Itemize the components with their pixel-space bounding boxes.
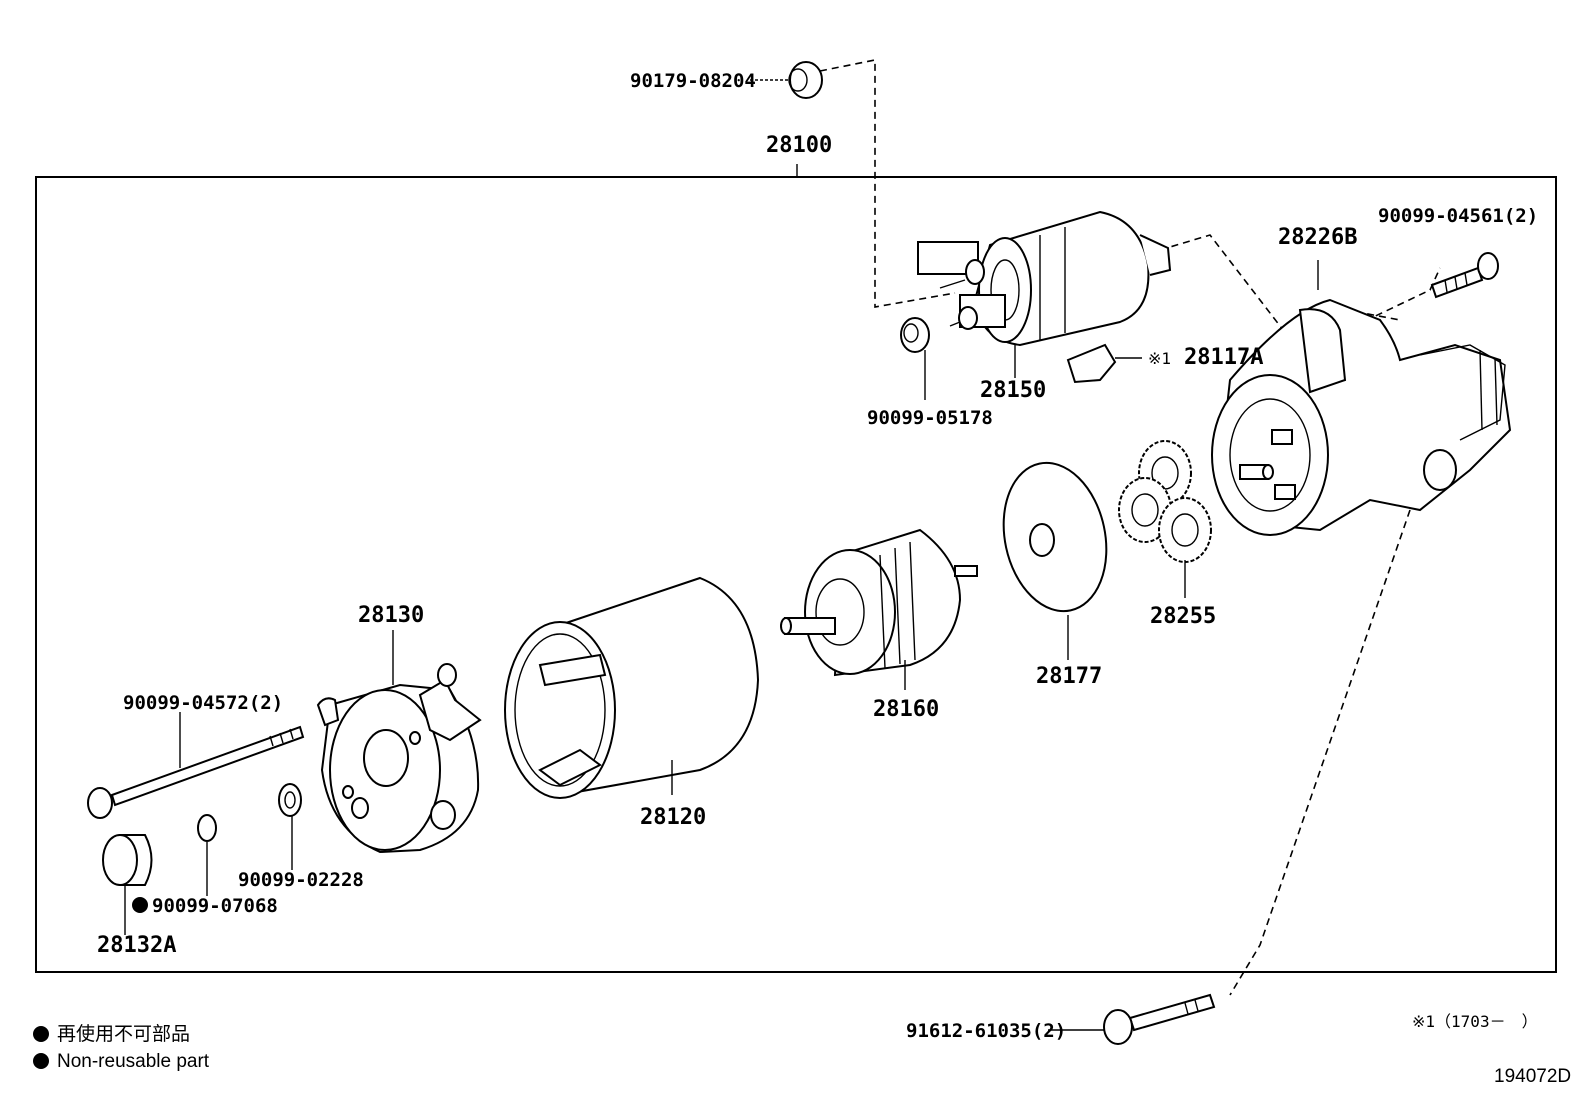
- label-28160: 28160: [873, 697, 939, 722]
- end-frame-28130: [316, 630, 482, 854]
- label-28120: 28120: [640, 805, 706, 830]
- assembly-28100-box: [35, 176, 1557, 973]
- housing-28226B: [1211, 260, 1512, 536]
- cap-28132A: [102, 834, 153, 935]
- label-28100: 28100: [766, 133, 832, 158]
- label-28226B: 28226B: [1278, 225, 1357, 250]
- footnote: ※1（1703－ ）: [1412, 1012, 1538, 1031]
- part-28117A: [1066, 343, 1142, 384]
- plate-28177: [1002, 461, 1108, 660]
- label-28150: 28150: [980, 378, 1046, 403]
- nut-90099-05178: [900, 317, 930, 400]
- solenoid-connection-line: [1159, 234, 1301, 353]
- legend-english: Non-reusable part: [57, 1051, 210, 1072]
- label-90099-07068: 90099-07068: [152, 895, 278, 917]
- label-91612-61035: 91612-61035(2): [906, 1020, 1066, 1042]
- through-bolt-connection-line: [1229, 509, 1411, 996]
- yoke-28120: [504, 576, 760, 799]
- label-90099-04561: 90099-04561(2): [1378, 205, 1538, 227]
- bolt-91612-61035: [1048, 993, 1216, 1045]
- label-28132A: 28132A: [97, 933, 176, 958]
- planetary-gears-28255: [1118, 440, 1212, 598]
- label-28117A: 28117A: [1184, 345, 1263, 370]
- label-28117A-mark: ※1: [1148, 349, 1171, 368]
- label-90099-04572: 90099-04572(2): [123, 692, 283, 714]
- armature-28160: [780, 528, 978, 690]
- clip-90099-07068: [197, 814, 217, 896]
- legend-dot-1: [33, 1026, 49, 1042]
- through-bolt-90099-04572: [87, 712, 305, 819]
- label-90179-08204: 90179-08204: [630, 70, 756, 92]
- non-reusable-dot: [132, 897, 148, 913]
- nut-connection-line: [819, 59, 956, 308]
- label-28130: 28130: [358, 603, 424, 628]
- label-28177: 28177: [1036, 664, 1102, 689]
- label-90099-05178: 90099-05178: [867, 407, 993, 429]
- legend-dot-2: [33, 1053, 49, 1069]
- washer-90099-02228: [278, 783, 302, 870]
- nut-90179-08204: [750, 61, 823, 99]
- label-90099-02228: 90099-02228: [238, 869, 364, 891]
- bolt-90099-04561: [1430, 252, 1499, 299]
- legend-japanese: 再使用不可部品: [57, 1023, 190, 1045]
- solenoid-switch-28150: [917, 210, 1172, 378]
- label-28255: 28255: [1150, 604, 1216, 629]
- diagram-id: 194072D: [1494, 1066, 1571, 1087]
